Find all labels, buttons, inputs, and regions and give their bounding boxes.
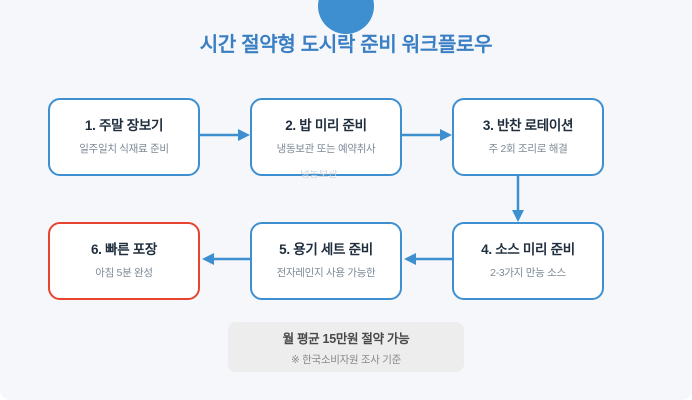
step-subtitle: 아침 5분 완성 xyxy=(95,267,153,280)
step-box-3[interactable]: 3. 반찬 로테이션 주 2회 조리로 해결 xyxy=(452,98,604,176)
connector-arrow-down-3-4 xyxy=(508,176,528,224)
page-title: 시간 절약형 도시락 준비 워크플로우 xyxy=(199,34,493,56)
step-subtitle: 냉동보관 또는 예약취사 xyxy=(276,143,376,156)
step-title: 2. 밥 미리 준비 xyxy=(285,118,367,134)
step-box-2[interactable]: 2. 밥 미리 준비 냉동보관 또는 예약취사 xyxy=(250,98,402,176)
step-title: 5. 용기 세트 준비 xyxy=(279,242,373,258)
step-box-6[interactable]: 6. 빠른 포장 아침 5분 완성 xyxy=(48,222,200,300)
step-title: 4. 소스 미리 준비 xyxy=(481,242,575,258)
step-subtitle: 일주일치 식재료 준비 xyxy=(79,143,169,156)
step-box-5[interactable]: 5. 용기 세트 준비 전자레인지 사용 가능한 xyxy=(250,222,402,300)
step-subtitle: 주 2회 조리로 해결 xyxy=(488,143,568,156)
footer-source-note: ※ 한국소비자원 조사 기준 xyxy=(291,353,401,366)
connector-arrow-right-1-2 xyxy=(200,125,252,145)
step-title: 1. 주말 장보기 xyxy=(84,118,164,134)
connector-arrow-right-2-3 xyxy=(402,125,454,145)
step-subtitle: 2-3가지 만능 소스 xyxy=(490,267,566,280)
footer-headline: 월 평균 15만원 절약 가능 xyxy=(282,331,410,346)
footer-note: 월 평균 15만원 절약 가능 ※ 한국소비자원 조사 기준 xyxy=(228,322,464,372)
connector-arrow-left-5-6 xyxy=(200,249,252,269)
step-subtitle: 전자레인지 사용 가능한 xyxy=(276,267,376,280)
step-title: 6. 빠른 포장 xyxy=(90,242,158,258)
connector-arrow-left-4-5 xyxy=(402,249,454,269)
step-title: 3. 반찬 로테이션 xyxy=(482,118,574,134)
render-artifact-text: 냉동보관 xyxy=(300,170,338,179)
step-box-4[interactable]: 4. 소스 미리 준비 2-3가지 만능 소스 xyxy=(452,222,604,300)
step-box-1[interactable]: 1. 주말 장보기 일주일치 식재료 준비 xyxy=(48,98,200,176)
